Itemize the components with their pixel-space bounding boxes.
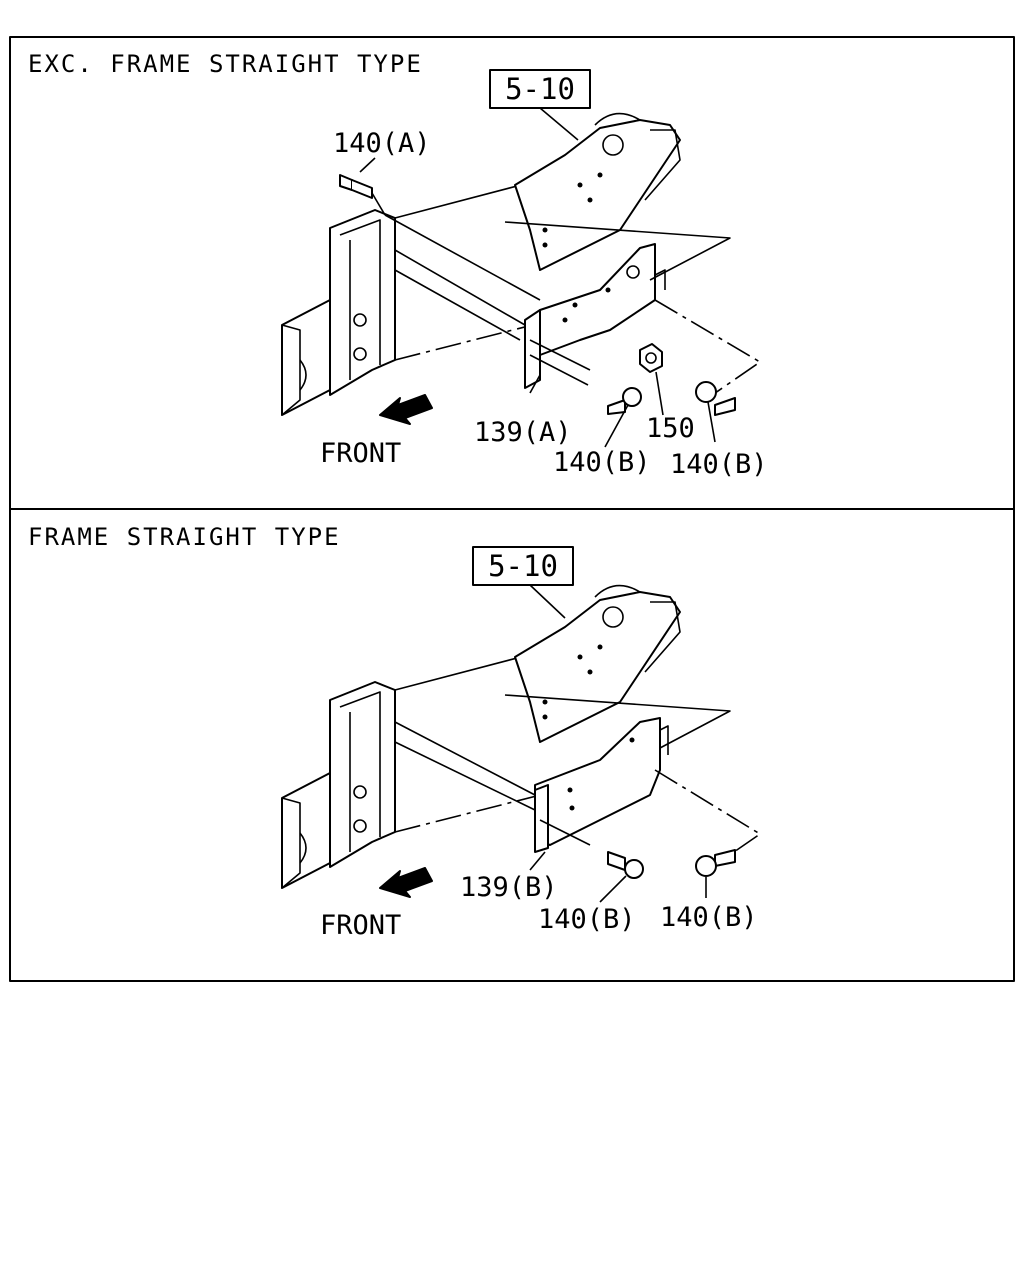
front-arrow-icon (379, 394, 433, 425)
frame-rail (281, 179, 561, 416)
callout-140b-right[interactable]: 140(B) (660, 902, 758, 933)
nut-150-icon (639, 343, 663, 373)
front-label: FRONT (320, 910, 401, 941)
leader-bracket (504, 221, 731, 281)
axis-line-3 (384, 214, 541, 301)
callout-139b[interactable]: 139(B) (460, 872, 558, 903)
panel-frame-straight: FRAME STRAIGHT TYPE 5-10 (28, 523, 762, 941)
frame-rail (281, 651, 561, 889)
bolt-140b-icon (607, 851, 644, 879)
panel-title: FRAME STRAIGHT TYPE (28, 523, 341, 551)
crossmember-bracket (514, 584, 681, 743)
leader-bracket (504, 694, 731, 749)
front-label: FRONT (320, 438, 401, 469)
leader-140b-left (599, 875, 627, 903)
axis-line-2 (394, 269, 521, 341)
axis-line-1 (394, 249, 526, 326)
leader-139a (529, 374, 541, 394)
bolt-140b-right-icon (695, 849, 736, 877)
ref-leader (539, 107, 579, 141)
callout-139a[interactable]: 139(A) (474, 417, 572, 448)
bolt-140a-icon (339, 174, 386, 216)
callout-140b-left[interactable]: 140(B) (553, 447, 651, 478)
leader-150 (655, 371, 664, 416)
crossmember-bracket (514, 112, 681, 271)
panel-frame-bottom (9, 508, 1015, 982)
callout-140b-right[interactable]: 140(B) (670, 449, 768, 480)
ref-box[interactable] (472, 546, 574, 586)
bolt-140b-icon (607, 387, 642, 415)
ref-box-label[interactable]: 5-10 (505, 72, 575, 106)
callout-140a[interactable]: 140(A) (333, 128, 431, 159)
panel-exc-frame-straight: EXC. FRAME STRAIGHT TYPE 5-10 (28, 50, 768, 480)
leader-140a (359, 157, 376, 173)
front-arrow-icon (379, 867, 433, 898)
panel-title: EXC. FRAME STRAIGHT TYPE (28, 50, 423, 78)
leader-139b (529, 851, 546, 871)
callout-140b-left[interactable]: 140(B) (538, 904, 636, 935)
ref-leader (529, 584, 566, 619)
leader-140b-left (604, 404, 629, 448)
axis-line-2 (394, 741, 536, 811)
axis-line-1 (394, 721, 536, 796)
leader-140b-right (707, 401, 716, 443)
ref-box-label[interactable]: 5-10 (488, 549, 558, 583)
callout-150[interactable]: 150 (646, 413, 695, 444)
bracket-139b (534, 717, 669, 853)
bolt-140b-right-icon (695, 381, 736, 416)
